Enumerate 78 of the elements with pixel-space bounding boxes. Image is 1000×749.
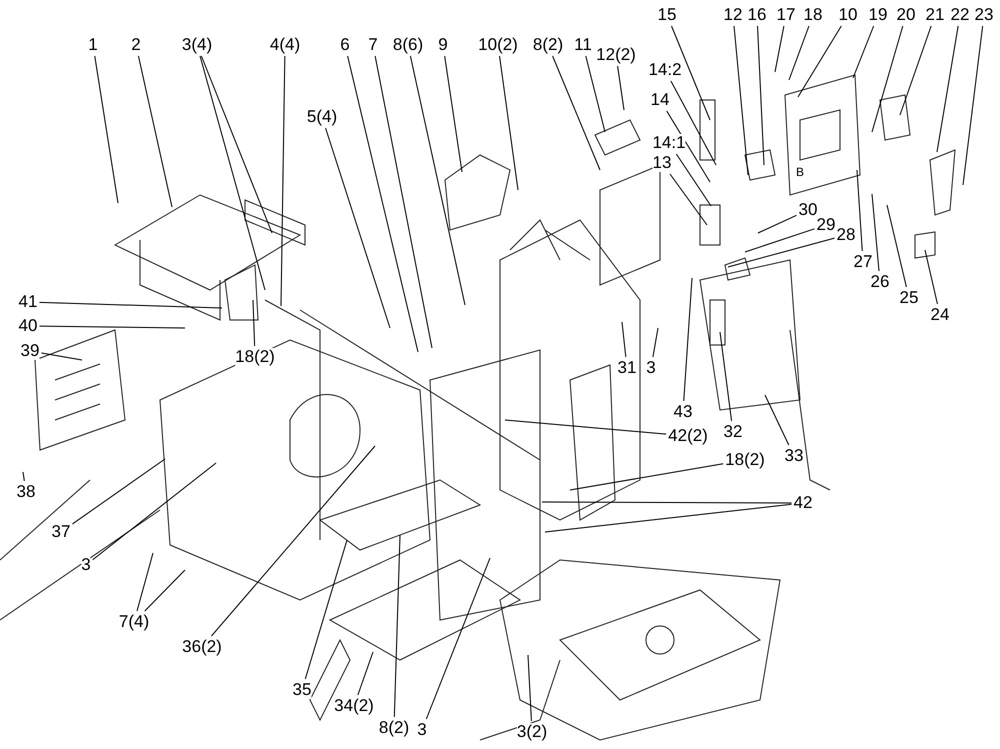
leader-line xyxy=(144,570,186,612)
leader-line xyxy=(38,326,186,328)
leader-line xyxy=(622,322,626,358)
callout-number: 34(2) xyxy=(334,697,374,715)
leader-line xyxy=(900,26,932,116)
callout-number: 7(4) xyxy=(118,613,150,631)
leader-line xyxy=(872,26,904,132)
leader-line xyxy=(617,66,624,110)
callout-number: 18(2) xyxy=(235,348,275,366)
callout-number: 13 xyxy=(652,154,672,172)
leader-line xyxy=(138,56,172,208)
callout-number: 35 xyxy=(292,681,312,699)
leader-line xyxy=(394,534,400,718)
leader-line xyxy=(40,352,82,360)
leader-line xyxy=(542,502,792,504)
leader-line xyxy=(38,302,222,308)
callout-number: 8(2) xyxy=(378,719,410,737)
leader-line xyxy=(734,26,748,176)
callout-number: 12(2) xyxy=(596,46,636,64)
leader-line xyxy=(744,228,816,252)
leader-line xyxy=(72,458,166,524)
leader-line xyxy=(720,332,732,422)
leader-line xyxy=(652,328,658,358)
callout-number: 5(4) xyxy=(306,108,338,126)
callout-number: 8(6) xyxy=(392,36,424,54)
leader-line xyxy=(252,300,256,346)
leader-line xyxy=(280,56,286,306)
leader-line xyxy=(676,154,712,206)
callout-number: 10(2) xyxy=(478,36,518,54)
leader-line xyxy=(852,26,874,78)
leader-line xyxy=(856,170,863,252)
leader-line xyxy=(426,558,490,720)
callout-number: 18(2) xyxy=(725,451,765,469)
leader-line xyxy=(962,26,984,186)
callout-number: 3(4) xyxy=(182,36,212,54)
leader-line xyxy=(758,214,798,234)
leader-line xyxy=(872,194,880,272)
leader-line xyxy=(504,420,667,435)
leader-line xyxy=(374,56,432,348)
leader-line xyxy=(200,56,272,234)
leader-line xyxy=(410,56,466,306)
callout-number: 4(4) xyxy=(270,36,300,54)
leader-line xyxy=(200,56,266,290)
leader-line xyxy=(92,462,216,560)
leader-line xyxy=(788,26,810,80)
leader-line xyxy=(136,552,154,612)
leader-line xyxy=(764,394,790,446)
callout-number: 39 xyxy=(20,342,40,360)
leader-line xyxy=(552,56,600,170)
leader-line xyxy=(444,56,462,172)
leader-line xyxy=(671,26,710,120)
leader-line xyxy=(499,56,518,190)
leader-line xyxy=(210,446,376,636)
leader-line xyxy=(325,128,390,328)
callout-number: 36(2) xyxy=(182,638,222,656)
leader-line xyxy=(94,56,118,204)
leader-line xyxy=(728,238,836,268)
leader-line xyxy=(936,26,959,152)
callout-number: 8(2) xyxy=(532,36,564,54)
callout-number: 3(2) xyxy=(516,723,548,741)
leader-line xyxy=(757,26,764,166)
leader-line xyxy=(304,540,348,680)
leader-line xyxy=(666,110,710,182)
leader-line xyxy=(798,26,842,98)
leader-line xyxy=(669,174,708,226)
leader-line xyxy=(528,654,532,722)
leader-line xyxy=(670,80,716,166)
leader-line xyxy=(774,26,784,72)
leader-line xyxy=(924,250,938,304)
leader-line xyxy=(585,56,606,132)
leader-line xyxy=(886,204,907,288)
leader-line xyxy=(357,652,374,696)
leader-line xyxy=(347,56,418,352)
callout-number: 42(2) xyxy=(668,427,708,445)
leader-line xyxy=(683,278,692,402)
leader-line xyxy=(22,472,25,482)
leader-line xyxy=(544,504,792,532)
leader-line xyxy=(570,463,724,490)
